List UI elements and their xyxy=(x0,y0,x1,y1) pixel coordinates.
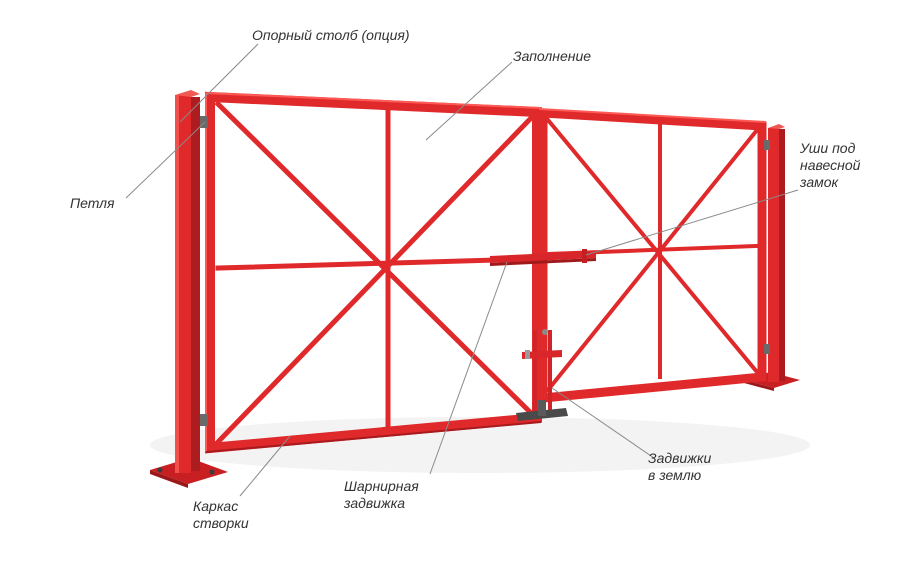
hinges xyxy=(200,116,770,426)
label-support-post: Опорный столб (опция) xyxy=(252,27,410,43)
ground-bolts xyxy=(516,329,568,421)
label-leaf-frame: Каркас створки xyxy=(193,498,249,531)
left-gate-leaf xyxy=(205,91,542,454)
label-filling: Заполнение xyxy=(513,48,592,64)
left-leaf-highlight xyxy=(205,92,542,452)
left-leaf-shade xyxy=(205,421,542,453)
hinged-bolt-bar xyxy=(490,249,596,266)
label-ground-bolts: Задвижки в землю xyxy=(648,450,712,483)
ground-shadow xyxy=(150,417,810,473)
leader-hinge xyxy=(125,121,206,199)
leader-hinged-bolt xyxy=(429,261,508,475)
leader-padlock-ears xyxy=(585,189,799,256)
right-leaf-highlight xyxy=(538,108,767,123)
left-support-post xyxy=(150,90,228,488)
leader-lines xyxy=(125,43,799,497)
leader-ground-bolts xyxy=(551,387,655,459)
label-hinged-bolt: Шарнирная задвижка xyxy=(344,478,419,511)
leader-support-post xyxy=(179,43,259,123)
label-padlock-ears: Уши под навесной замок xyxy=(800,140,861,190)
right-support-post xyxy=(744,124,800,391)
label-hinge: Петля xyxy=(70,195,115,211)
leader-leaf-frame xyxy=(239,435,291,497)
leader-filling xyxy=(425,61,513,141)
